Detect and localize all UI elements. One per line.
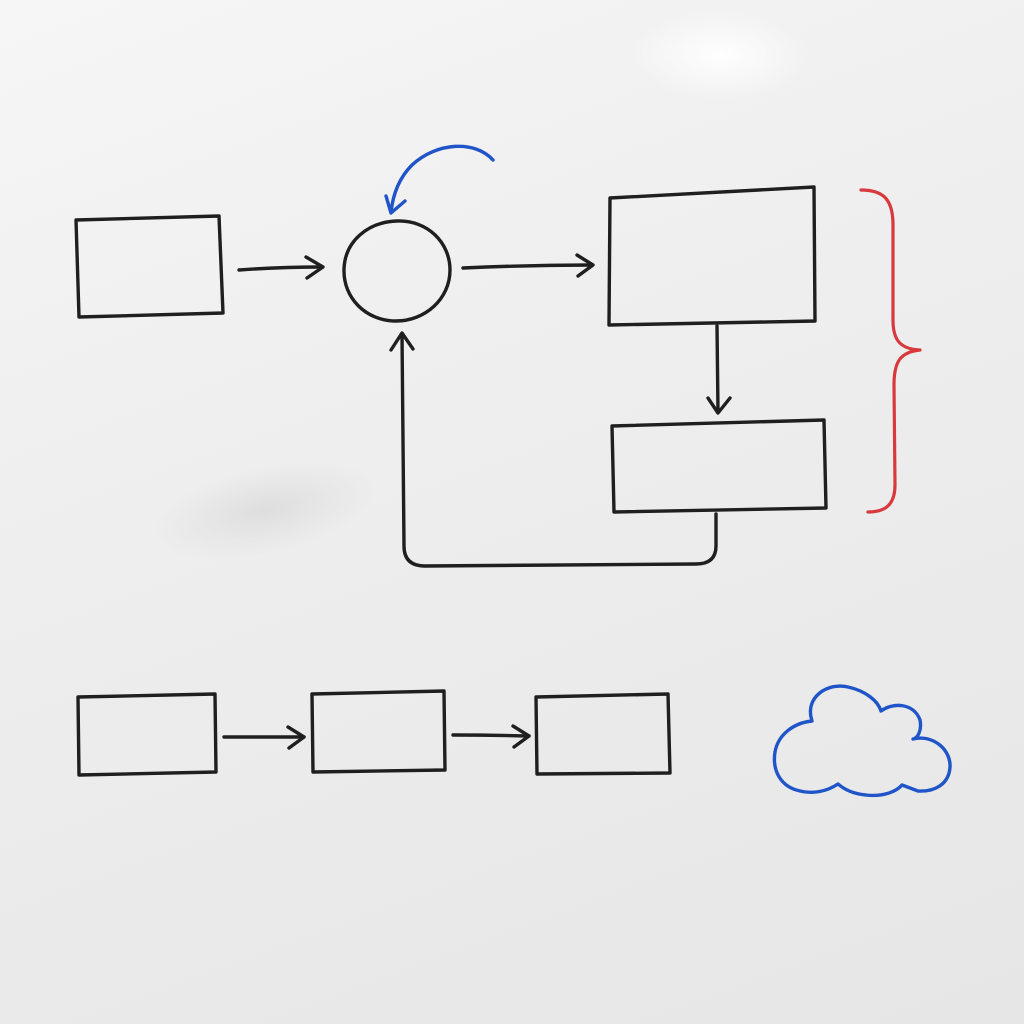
box-right-lower [610,418,828,514]
arrow-circle-to-large-box [461,253,595,278]
eraser-smudge [152,459,378,561]
blue-curved-arrow [384,144,495,215]
row-box-2 [310,689,447,774]
cloud-shape [772,684,952,798]
row-box-1 [76,692,218,777]
arrow-row-1-to-2 [222,725,306,750]
red-curly-brace [859,188,922,514]
box-left [74,214,225,319]
arrow-feedback-loop [389,331,718,568]
arrow-large-box-to-lower-box [706,324,732,415]
circle-center [342,219,452,323]
box-right-large [607,185,817,327]
arrow-row-2-to-3 [451,724,531,749]
row-box-3 [534,692,672,776]
board-glare [630,10,810,100]
arrow-box-to-circle [237,255,325,280]
